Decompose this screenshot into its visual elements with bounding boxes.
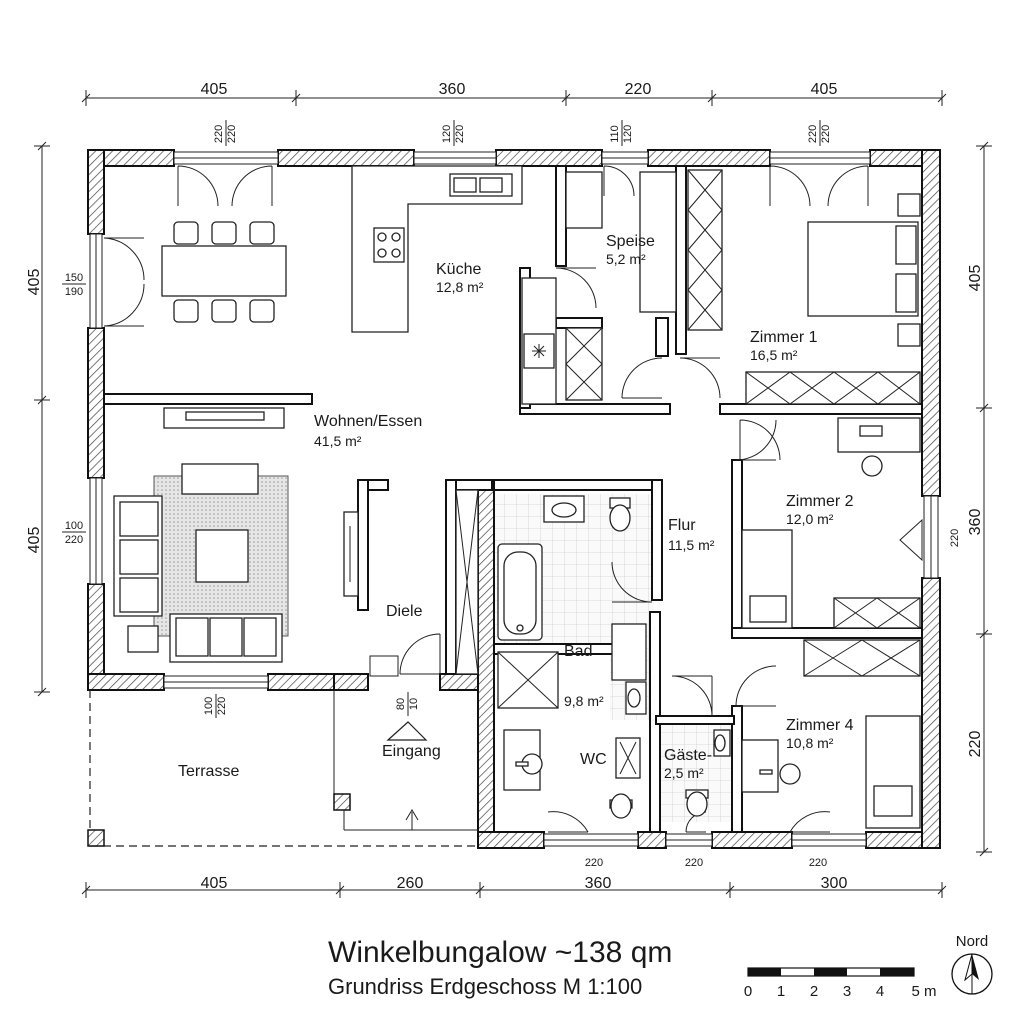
exterior-walls [87, 149, 941, 849]
window-mark-top-3-a: 110 [609, 125, 621, 143]
window-mark-top-2-b: 220 [454, 125, 466, 143]
room-name-diele: Diele [386, 603, 423, 620]
dim-right-2: 360 [967, 509, 984, 536]
furniture-dining [161, 221, 287, 323]
scale-label-0: 0 [744, 983, 752, 1000]
entrance-door-mark-b: 10 [408, 698, 420, 710]
dim-bottom-3: 360 [585, 875, 612, 892]
dimension-texts: 405 360 220 405 405 260 360 300 405 405 … [26, 81, 984, 892]
furniture-living [113, 407, 359, 663]
dim-left-2: 405 [26, 527, 43, 554]
window-mark-top-4-a: 220 [807, 125, 819, 143]
window-mark-bottom-bad: 220 [585, 857, 603, 869]
window-mark-right-1: 220 [949, 529, 961, 547]
dim-bottom-4: 300 [821, 875, 848, 892]
room-area-wohnen: 41,5 m² [314, 433, 362, 449]
room-area-zimmer4: 10,8 m² [786, 735, 834, 751]
room-name-terrasse: Terrasse [178, 763, 239, 780]
room-area-flur: 11,5 m² [668, 537, 715, 553]
room-name-zimmer4: Zimmer 4 [786, 717, 854, 734]
north-arrow-icon: Nord [951, 933, 993, 995]
scale-label-2: 2 [810, 983, 818, 1000]
room-name-speise: Speise [606, 233, 655, 250]
dim-right-1: 405 [967, 265, 984, 292]
room-name-zimmer2: Zimmer 2 [786, 493, 854, 510]
room-name-zimmer1: Zimmer 1 [750, 329, 818, 346]
dim-bottom-2: 260 [397, 875, 424, 892]
furniture-bed-z1 [807, 193, 921, 347]
room-name-gaeste: Gäste- [664, 747, 712, 764]
room-labels: Küche 12,8 m² Speise 5,2 m² Zimmer 1 16,… [178, 233, 854, 781]
north-label: Nord [956, 933, 989, 950]
window-mark-living-bottom-a: 100 [203, 697, 215, 715]
window-mark-bottom-zimmer4: 220 [809, 857, 827, 869]
scale-label-3: 3 [843, 983, 851, 1000]
room-area-zimmer1: 16,5 m² [750, 347, 798, 363]
furniture-gaeste [685, 729, 731, 817]
terrace [87, 690, 478, 847]
window-mark-left-2-a: 100 [65, 520, 83, 532]
furniture-zimmer4 [741, 639, 921, 829]
room-area-speise: 5,2 m² [606, 251, 646, 267]
doors [103, 165, 923, 833]
room-name-wc: WC [580, 751, 607, 768]
dimension-lines [34, 90, 992, 898]
window-mark-bottom-gaeste: 220 [685, 857, 703, 869]
window-mark-left-1-b: 190 [65, 286, 83, 298]
room-area-zimmer2: 12,0 m² [786, 511, 834, 527]
furniture-speise-shelves [565, 171, 677, 401]
furniture-diele-wardrobe [455, 489, 479, 675]
room-area-bad: 9,8 m² [564, 693, 604, 709]
window-mark-top-1-b: 220 [226, 125, 238, 143]
furniture-wardrobe-z1 [687, 169, 921, 405]
room-name-kueche: Küche [436, 261, 481, 278]
plan-title: Winkelbungalow ~138 qm [328, 936, 672, 969]
room-area-kueche: 12,8 m² [436, 279, 484, 295]
dim-top-3: 220 [625, 81, 652, 98]
window-mark-left-2-b: 220 [65, 534, 83, 546]
window-mark-living-bottom-b: 220 [216, 697, 228, 715]
interior-walls [103, 165, 923, 833]
dim-top-1: 405 [201, 81, 228, 98]
room-name-wohnen: Wohnen/Essen [314, 413, 422, 430]
window-mark-top-3-b: 120 [622, 125, 634, 143]
scale-label-5: 5 m [911, 983, 936, 1000]
room-area-gaeste: 2,5 m² [664, 765, 704, 781]
dim-top-2: 360 [439, 81, 466, 98]
dim-top-4: 405 [811, 81, 838, 98]
dim-bottom-1: 405 [201, 875, 228, 892]
room-name-eingang: Eingang [382, 743, 441, 760]
room-name-flur: Flur [668, 517, 696, 534]
window-mark-top-1-a: 220 [213, 125, 225, 143]
plan-subtitle: Grundriss Erdgeschoss M 1:100 [328, 974, 642, 999]
dim-left-1: 405 [26, 269, 43, 296]
furniture-zimmer2 [741, 417, 921, 629]
entrance-canopy [333, 690, 478, 831]
scale-label-1: 1 [777, 983, 785, 1000]
entrance-door-mark-a: 80 [395, 698, 407, 710]
scale-bar: 0 1 2 3 4 5 m [744, 967, 937, 1000]
room-name-bad: Bad [564, 643, 592, 660]
furniture-kitchen [351, 165, 557, 405]
window-mark-left-1-a: 150 [65, 272, 83, 284]
window-mark-top-4-b: 220 [820, 125, 832, 143]
window-marks: 220 220 120 220 110 120 220 220 150 190 … [62, 120, 961, 869]
window-mark-top-2-a: 120 [441, 125, 453, 143]
scale-label-4: 4 [876, 983, 884, 1000]
furniture-bad [497, 495, 647, 819]
dim-right-3: 220 [967, 731, 984, 758]
